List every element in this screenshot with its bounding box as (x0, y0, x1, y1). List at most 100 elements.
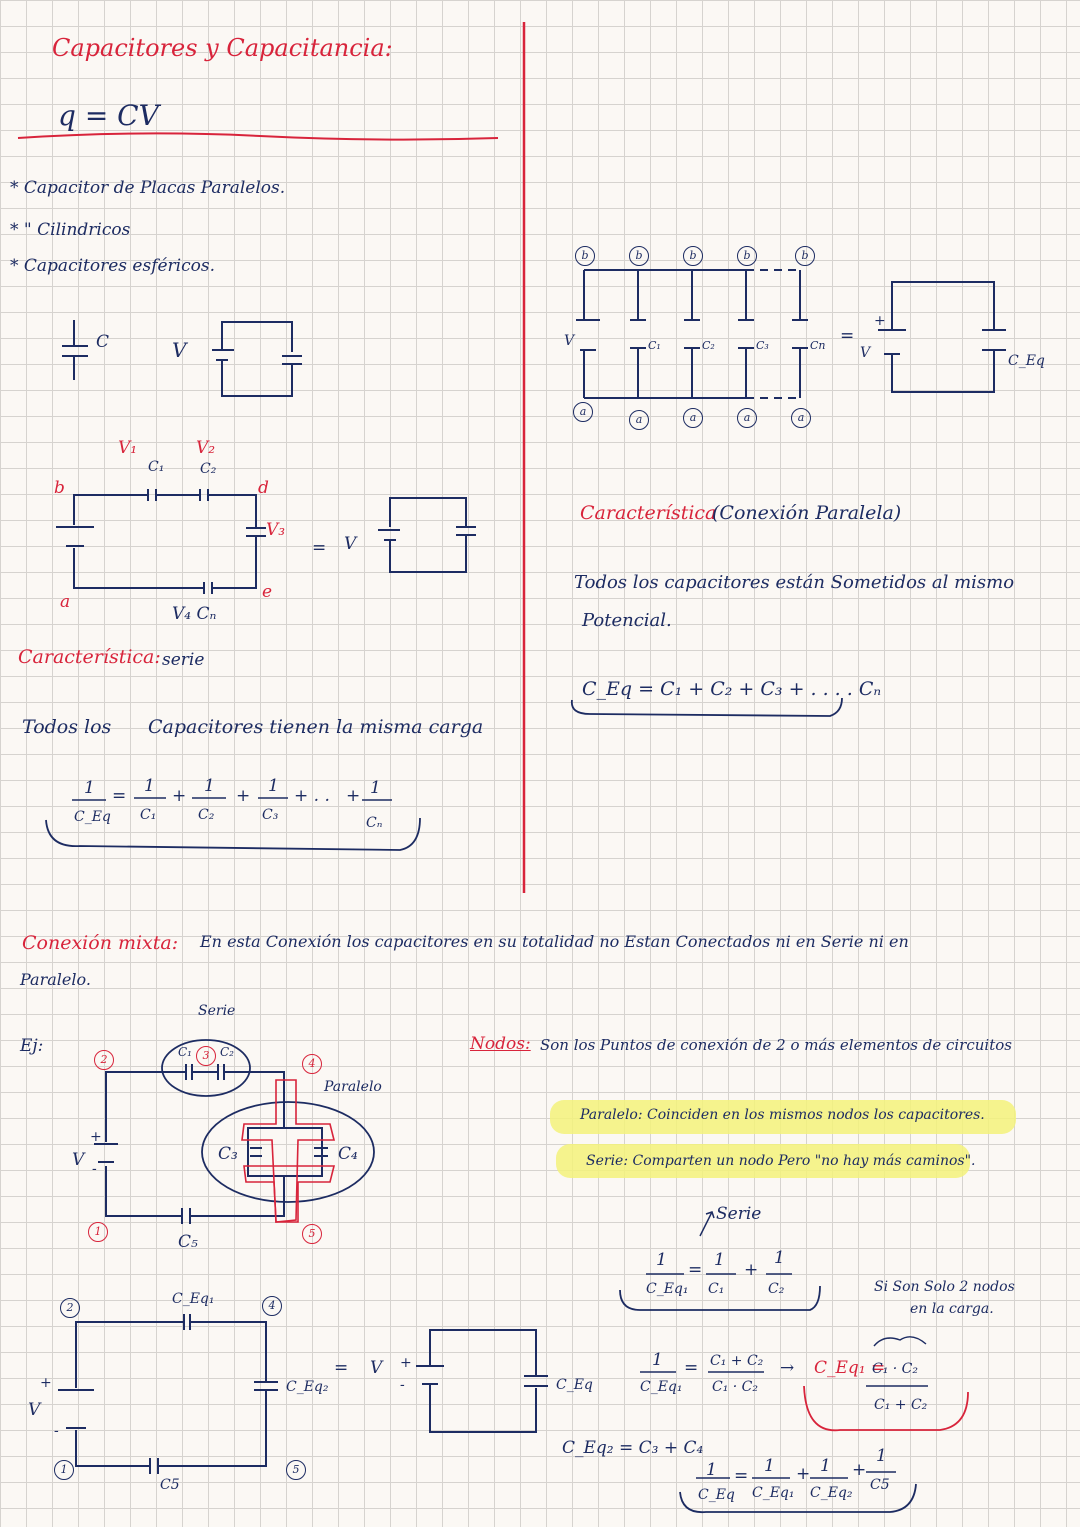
final-den: C_Eq (698, 1487, 735, 1503)
v-label: V (72, 1150, 85, 1170)
highlight-paralelo-text: Paralelo: Coinciden en los mismos nodos … (580, 1107, 985, 1123)
series-char-value: serie (162, 650, 205, 670)
t3-den: C5 (870, 1477, 890, 1493)
series-desc-2: Capacitores tienen la misma carga (148, 716, 484, 738)
v1-label: V₁ (118, 438, 138, 458)
plus-sign: + (744, 1260, 759, 1280)
ceq1-num: 1 (656, 1250, 667, 1270)
node-a-label: a (737, 408, 757, 428)
last-den: Cₙ (366, 815, 383, 831)
c5-label: C₅ (178, 1232, 198, 1252)
highlight-serie-text: Serie: Comparten un nodo Pero "no hay má… (586, 1153, 976, 1169)
node-1: 1 (88, 1222, 108, 1242)
node-a-label: a (629, 410, 649, 430)
node-b: b (54, 478, 65, 498)
node-a: a (60, 592, 71, 612)
ej-label: Ej: (20, 1036, 44, 1056)
c2-label: C₂ (702, 339, 715, 352)
t2-den: C₂ (768, 1281, 785, 1297)
series-char-label: Característica: (18, 646, 161, 668)
c3-label: C₃ (756, 339, 769, 352)
node-4: 4 (262, 1296, 282, 1316)
t1-den: C_Eq₁ (752, 1485, 795, 1501)
c1-label: C₁ (148, 459, 165, 475)
ceq1-den: C_Eq₁ (646, 1281, 689, 1297)
node-2: 2 (94, 1050, 114, 1070)
plus-sign: + (236, 786, 251, 806)
final-num: 1 (706, 1460, 717, 1480)
nodes-label: Nodos: (470, 1034, 531, 1054)
ceq2-formula: C_Eq₂ = C₃ + C₄ (562, 1438, 704, 1458)
t1-den: C₁ (708, 1281, 725, 1297)
ceq1-result-num: C₁ · C₂ (872, 1361, 918, 1377)
node-4: 4 (302, 1054, 322, 1074)
v3-label: V₃ (266, 520, 286, 540)
equals-sign: = (334, 1358, 349, 1378)
c2-label: C₂ (200, 461, 217, 477)
ceq-label: C_Eq (1008, 353, 1045, 369)
node-a-label: a (573, 402, 593, 422)
node-e: e (262, 582, 273, 602)
v-label: V (344, 534, 357, 554)
node-b-label: b (795, 246, 815, 266)
equals-sign: = (312, 538, 327, 558)
mixed-label: Conexión mixta: (22, 932, 179, 954)
ceq2-label: C_Eq₂ (286, 1379, 329, 1395)
v-label: V (28, 1400, 41, 1420)
two-nodes-note-1: Si Son Solo 2 nodos (874, 1279, 1015, 1295)
v-label: V (370, 1358, 383, 1378)
c5-label: C5 (160, 1477, 180, 1493)
nodes-desc: Son los Puntos de conexión de 2 o más el… (540, 1036, 1012, 1054)
ceq1b-rden: C₁ · C₂ (712, 1379, 758, 1395)
parallel-desc-1: Todos los capacitores están Sometidos al… (574, 572, 1015, 593)
parallel-char-label: Característica (580, 502, 717, 524)
two-nodes-note-2: en la carga. (910, 1301, 994, 1317)
minus-sign: - (400, 1377, 405, 1393)
term-den: C₃ (262, 807, 279, 823)
arrow: → (780, 1358, 795, 1378)
node-a-label: a (791, 408, 811, 428)
ceq1b-den: C_Eq₁ (640, 1379, 683, 1395)
symbol-c-label: C (96, 332, 110, 352)
c1-label: C₁ (648, 339, 661, 352)
c2-label: C₂ (220, 1045, 234, 1059)
eq-sign: = (688, 1260, 703, 1280)
highlight-paralelo (550, 1100, 1016, 1134)
eq-sign: = (734, 1466, 749, 1486)
node-a-label: a (683, 408, 703, 428)
ceq1-label: C_Eq₁ (172, 1291, 215, 1307)
c1-label: C₁ (178, 1045, 192, 1059)
plus-sign: + (874, 313, 886, 329)
series-lhs-num: 1 (84, 778, 95, 798)
v-label: V (564, 333, 575, 349)
t2-num: 1 (774, 1248, 785, 1268)
node-1: 1 (54, 1460, 74, 1480)
node-2: 2 (60, 1298, 80, 1318)
node-b-label: b (683, 246, 703, 266)
term-num: 1 (268, 776, 279, 796)
t1-num: 1 (764, 1456, 775, 1476)
last-num: 1 (370, 778, 381, 798)
mixed-desc-2: Paralelo. (20, 970, 91, 989)
series-lhs-den: C_Eq (74, 809, 111, 825)
t1-num: 1 (714, 1250, 725, 1270)
equals-sign: = (840, 326, 855, 346)
node-5: 5 (302, 1224, 322, 1244)
t2-num: 1 (820, 1456, 831, 1476)
term-num: 1 (204, 776, 215, 796)
dots: + . . (294, 786, 330, 806)
c3-label: C₃ (218, 1144, 238, 1164)
minus-sign: - (54, 1423, 59, 1439)
page-title: Capacitores y Capacitancia: (52, 34, 393, 62)
ceq-label: C_Eq (556, 1377, 593, 1393)
parallel-desc-2: Potencial. (582, 610, 672, 631)
term-num: 1 (144, 776, 155, 796)
mixed-desc-1: En esta Conexión los capacitores en su t… (200, 932, 909, 951)
v4-cn-label: V₄ Cₙ (172, 604, 217, 624)
term-den: C₂ (198, 807, 215, 823)
eq-sign: = (684, 1358, 699, 1378)
ceq1b-rnum: C₁ + C₂ (710, 1353, 764, 1369)
serie-arrow-label: Serie (716, 1204, 762, 1224)
v-label: V (860, 345, 871, 361)
type-item: * Capacitor de Placas Paralelos. (10, 178, 286, 198)
